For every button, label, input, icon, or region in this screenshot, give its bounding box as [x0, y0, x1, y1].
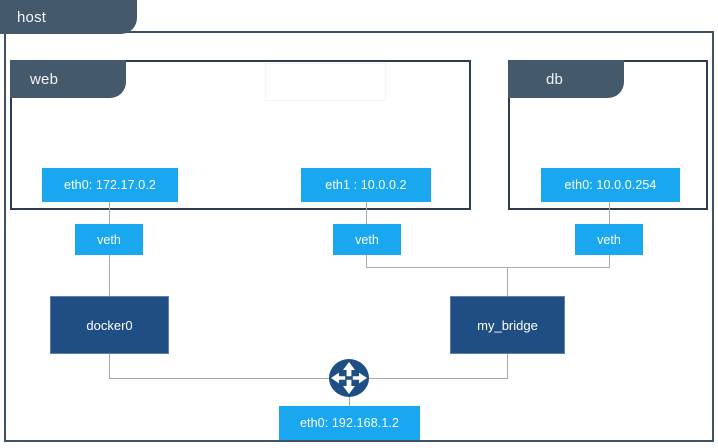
interface-eth1-web[interactable]: eth1 : 10.0.0.2 [301, 168, 431, 202]
link-bus-to-mybridge [507, 267, 508, 296]
veth-web-0[interactable]: veth [75, 224, 143, 255]
veth-web-1[interactable]: veth [333, 224, 401, 255]
link-veth-to-docker0 [109, 255, 110, 296]
host-tab-label: host [17, 8, 47, 26]
web-placeholder-rect [265, 63, 386, 101]
bridge-docker0[interactable]: docker0 [50, 296, 169, 354]
db-container-label: db [546, 70, 564, 88]
interface-eth0-db[interactable]: eth0: 10.0.0.254 [541, 168, 680, 202]
link-mybridge-to-bus [507, 354, 508, 379]
link-eth1web-to-veth [366, 202, 367, 224]
bus-router-junction [109, 378, 508, 379]
bridge-my-bridge[interactable]: my_bridge [450, 296, 565, 354]
db-container-tab[interactable]: db [508, 60, 624, 98]
bus-veth-junction [366, 267, 610, 268]
link-vethweb1-to-bus [366, 255, 367, 268]
host-tab[interactable]: host [0, 0, 137, 34]
link-docker0-to-bus [109, 354, 110, 379]
router-icon[interactable] [325, 356, 373, 400]
link-vethdb-to-bus [609, 255, 610, 268]
web-container-tab[interactable]: web [10, 60, 126, 98]
interface-eth0-host[interactable]: eth0: 192.168.1.2 [279, 406, 420, 440]
link-router-to-eth0host [349, 390, 350, 406]
link-eth0web-to-veth [109, 202, 110, 224]
interface-eth0-web[interactable]: eth0: 172.17.0.2 [42, 168, 178, 202]
link-eth0db-to-veth [609, 202, 610, 224]
veth-db-0[interactable]: veth [575, 224, 643, 255]
web-container-label: web [30, 70, 59, 88]
